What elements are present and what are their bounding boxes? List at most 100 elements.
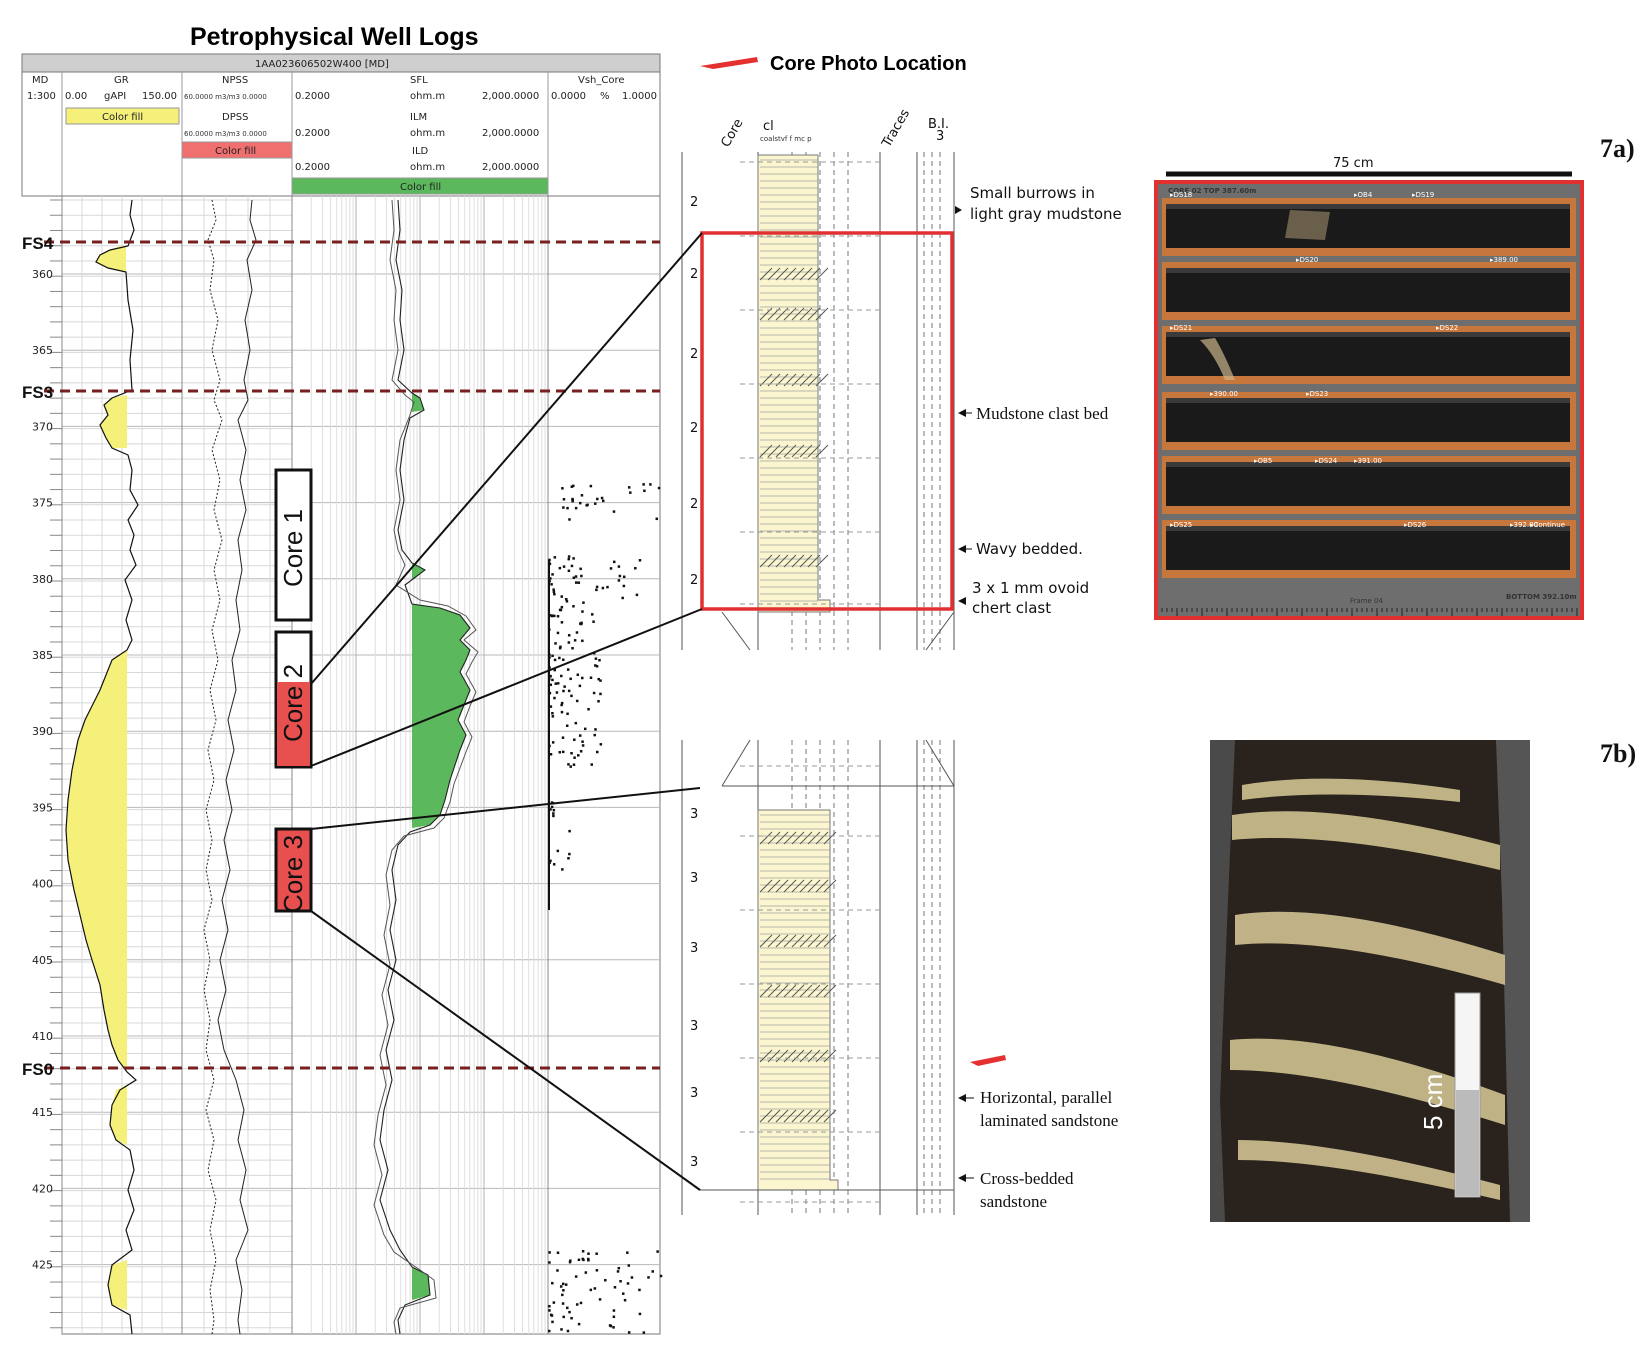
red-arrow-icon: [700, 57, 758, 69]
core-segment: [1166, 268, 1570, 312]
ild-fill: [412, 393, 470, 1300]
sedlog-grain-col: cl: [763, 119, 774, 134]
sandstone-laminae: [1230, 778, 1505, 1200]
bi-value: 3: [690, 941, 698, 956]
bi-value: 3: [690, 1019, 698, 1034]
core-box-depth-mark: ▸389.00: [1490, 256, 1518, 264]
core-box-header: CORE 02 TOP 387.60m: [1168, 187, 1256, 195]
ilm-min: 0.2000: [295, 128, 330, 139]
dpss-scale: 60.0000 m3/m3 0.0000: [184, 130, 267, 138]
core-3-label: Core 3: [278, 835, 308, 913]
core-photo-interval-box: [700, 231, 954, 611]
well-id: 1AA023606502W400 [MD]: [255, 59, 389, 70]
depth-tick-label: 405: [32, 954, 53, 967]
ild-max: 2,000.0000: [482, 162, 539, 173]
gr-fill-label: Color fill: [102, 112, 143, 123]
gr-fill-main: [66, 395, 127, 1310]
sedlog-upper-taper: [721, 611, 955, 651]
vsh-unit: %: [600, 91, 610, 102]
ild-fill-swatch: [291, 177, 549, 195]
core-box-depth-mark: ▸Continue: [1530, 521, 1565, 529]
bi-value: 2: [690, 573, 698, 588]
sedlog-traces-col: Traces: [879, 107, 913, 151]
core-1-box: [274, 468, 313, 622]
core-box-photo: 7a) 75 cm CORE 02 TOP 387.60m ▸DS18▸OB4▸…: [1154, 134, 1635, 620]
sedlog-lower-column: [757, 809, 839, 1191]
figure-title: Petrophysical Well Logs: [190, 23, 479, 51]
fs3-label: FS3: [22, 383, 53, 402]
md-label: MD: [32, 75, 49, 86]
core-segment: [1166, 332, 1570, 376]
core-box-depth-mark: ▸390.00: [1210, 390, 1238, 398]
annotation-crossbed-1: Cross-bedded: [980, 1169, 1074, 1188]
flooding-surfaces: FS4 FS3 FS0: [22, 234, 660, 1079]
legend-core-photo-location: Core Photo Location: [700, 53, 967, 75]
bi-value: 3: [690, 871, 698, 886]
bi-value: 2: [690, 421, 698, 436]
core-box-depth-mark: ▸392.00: [1510, 521, 1538, 529]
core-photo-location-arrow: [970, 1055, 1006, 1066]
core-3-box: [274, 827, 313, 913]
ild-min: 0.2000: [295, 162, 330, 173]
well-log-tracks: [50, 195, 663, 1335]
well-log-header: 1AA023606502W400 [MD] MD 1:300 GR 0.00 g…: [21, 53, 661, 197]
depth-tick-label: 395: [32, 801, 53, 814]
annotation-burrows-1: Small burrows in: [970, 184, 1095, 202]
core-2-highlight: [277, 682, 310, 766]
depth-tick-label: 380: [32, 573, 53, 586]
sedlog-lower-taper: [721, 739, 955, 787]
dpss-curve: [203, 199, 223, 1335]
core-box-depth-mark: ▸DS23: [1306, 390, 1328, 398]
core-1-label: Core 1: [278, 509, 308, 587]
bi-value: 3: [690, 807, 698, 822]
gr-curve: [65, 199, 139, 1335]
vsh-min: 0.0000: [551, 91, 586, 102]
depth-tick-label: 420: [32, 1182, 53, 1195]
depth-tick-label: 415: [32, 1106, 53, 1119]
core-box-depth-mark: ▸OB5: [1254, 457, 1272, 465]
core-box-depth-mark: ▸391.00: [1354, 457, 1382, 465]
npss-scale: 60.0000 m3/m3 0.0000: [184, 93, 267, 101]
depth-tick-label: 375: [32, 497, 53, 510]
annotation-burrows-2: light gray mudstone: [970, 205, 1122, 223]
bi-value: 3: [690, 1155, 698, 1170]
core-box-depth-mark: ▸DS22: [1436, 324, 1458, 332]
depth-tick-label: 360: [32, 268, 53, 281]
annotation-mudstone-clast: Mudstone clast bed: [976, 404, 1109, 423]
legend-label: Core Photo Location: [770, 53, 967, 75]
sedlog-annotations: Small burrows in light gray mudstone Mud…: [955, 184, 1122, 1211]
dpss-label: DPSS: [222, 112, 248, 123]
gr-unit: gAPI: [104, 91, 126, 102]
bi-value: 2: [690, 497, 698, 512]
gr-max: 150.00: [142, 91, 177, 102]
sedlog-bi-value: 3: [936, 129, 944, 144]
gr-min: 0.00: [65, 91, 87, 102]
ilm-unit: ohm.m: [410, 128, 445, 139]
depth-axis: 3603653703753803853903954004054104154204…: [32, 268, 53, 1272]
gr-label: GR: [114, 75, 129, 86]
panel-a-label: 7a): [1600, 134, 1635, 163]
core-segment: [1166, 462, 1570, 506]
scale-card-grey: [1456, 1090, 1479, 1196]
vsh-label: Vsh_Core: [578, 75, 625, 86]
ild-fill-label: Color fill: [400, 182, 441, 193]
core-box-footer-left: Frame 04: [1350, 597, 1383, 605]
md-scale: 1:300: [27, 91, 56, 102]
ild-unit: ohm.m: [410, 162, 445, 173]
panel-b-label: 7b): [1600, 739, 1636, 768]
annotation-chert-1: 3 x 1 mm ovoid: [972, 579, 1089, 597]
core-box-depth-mark: ▸DS21: [1170, 324, 1192, 332]
vsh-max: 1.0000: [622, 91, 657, 102]
core-box-depth-mark: ▸DS19: [1412, 191, 1434, 199]
sedlog-grain-scale: coalstvf f mc p: [760, 135, 812, 143]
sfl-max: 2,000.0000: [482, 91, 539, 102]
annotation-horizontal-1: Horizontal, parallel: [980, 1088, 1112, 1107]
core-box-depth-mark: ▸DS18: [1170, 191, 1192, 199]
depth-tick-label: 410: [32, 1030, 53, 1043]
fs4-label: FS4: [22, 234, 54, 253]
ilm-curve: [373, 199, 479, 1335]
core-box-depth-mark: ▸DS24: [1315, 457, 1338, 465]
core-intervals: Core 1 Core 2 Core 3: [274, 468, 313, 913]
